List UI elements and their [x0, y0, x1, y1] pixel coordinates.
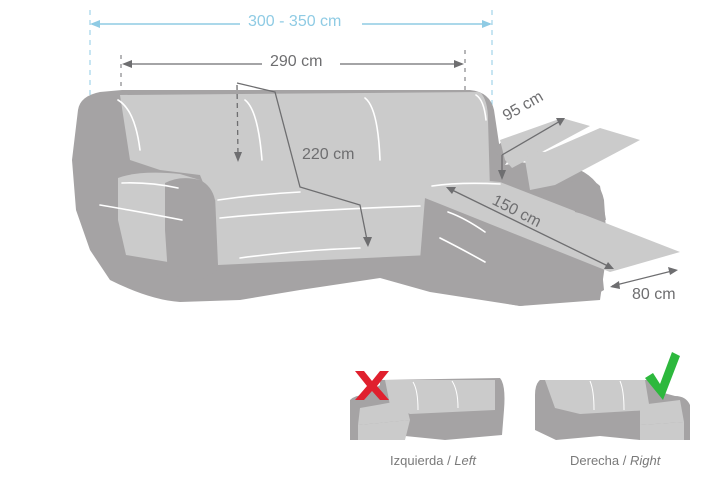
chaise-cover [425, 180, 680, 272]
total-width-label: 300 - 350 cm [242, 13, 348, 31]
seat-cover [215, 185, 440, 265]
arm-flap [525, 128, 640, 190]
left-orientation-caption: Izquierda / Left [390, 453, 476, 468]
check-mark-icon [645, 352, 680, 400]
left-orientation-sofa [350, 378, 505, 440]
right-orientation-caption: Derecha / Right [570, 453, 660, 468]
back-cover [120, 92, 490, 200]
back-width-label: 290 cm [266, 53, 327, 71]
seat-depth-label: 220 cm [302, 146, 355, 163]
caption-es-left: Izquierda / [390, 453, 455, 468]
caption-es-right: Derecha / [570, 453, 630, 468]
chaise-width-label: 80 cm [632, 286, 676, 303]
caption-en-right: Right [629, 453, 661, 468]
arrow-right-icon [482, 20, 492, 28]
caption-en-left: Left [454, 453, 477, 468]
right-orientation-sofa [535, 380, 690, 440]
arrow-left-icon [90, 20, 100, 28]
back-flap [500, 118, 590, 168]
chaise-body [420, 198, 605, 306]
x-mark-icon [355, 371, 389, 400]
